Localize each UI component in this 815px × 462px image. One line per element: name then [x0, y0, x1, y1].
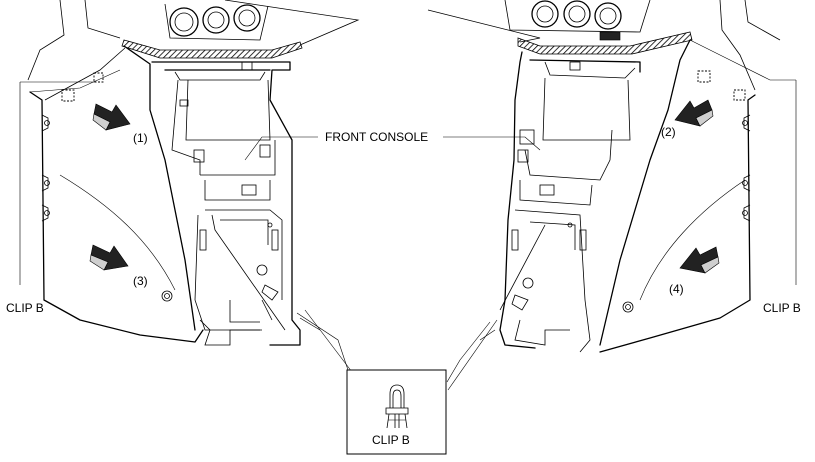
clip-b-label-right: CLIP B — [763, 301, 801, 315]
clip-b-callout-leaders — [296, 309, 498, 391]
front-console-leader-left — [244, 136, 318, 161]
step-label-2: (2) — [661, 125, 676, 139]
right-console-view — [427, 0, 797, 353]
clip-b-inset-box — [346, 369, 447, 455]
clip-b-inset-label: CLIP B — [372, 433, 410, 447]
removal-direction-arrow-2 — [674, 99, 714, 127]
left-console-view — [19, 0, 360, 346]
clip-b-label-left: CLIP B — [6, 301, 44, 315]
step-label-1: (1) — [133, 131, 148, 145]
left-dash-vents — [164, 3, 269, 41]
removal-direction-arrow-3 — [89, 244, 129, 271]
step-label-3: (3) — [133, 274, 148, 288]
removal-direction-arrow-4 — [679, 246, 720, 274]
front-console-leader-right — [443, 136, 541, 151]
front-console-label: FRONT CONSOLE — [325, 130, 429, 144]
step-label-4: (4) — [669, 282, 684, 296]
right-dash-vents — [504, 0, 651, 41]
clip-b-icon — [385, 384, 409, 429]
removal-direction-arrow-1 — [92, 103, 131, 131]
